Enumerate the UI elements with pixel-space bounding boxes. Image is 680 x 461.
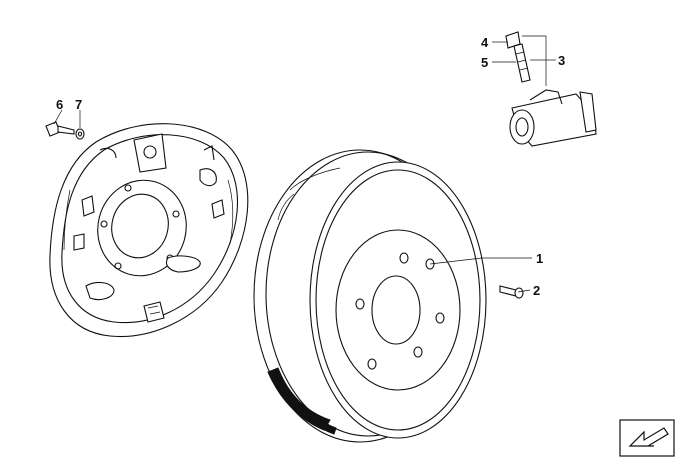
- leader-lines: [53, 35, 556, 293]
- brake-backing-plate: [49, 123, 249, 338]
- washer-part: [75, 128, 85, 140]
- callout-5: 5: [481, 55, 488, 70]
- brake-drum: [253, 149, 487, 443]
- hex-bolt-part: [45, 121, 75, 137]
- callout-1: 1: [536, 251, 543, 266]
- arrow-icon[interactable]: [619, 419, 675, 457]
- callout-7: 7: [75, 97, 82, 112]
- callout-labels: 1 2 3 4 5 6 7: [56, 35, 565, 298]
- callout-3: 3: [558, 53, 565, 68]
- callout-4: 4: [481, 35, 489, 50]
- drum-screw-part: [499, 285, 524, 299]
- bleeder-cap-part: [505, 31, 521, 49]
- bleeder-valve-part: [513, 43, 531, 83]
- callout-2: 2: [533, 283, 540, 298]
- callout-6: 6: [56, 97, 63, 112]
- wheel-brake-cylinder: [509, 89, 597, 147]
